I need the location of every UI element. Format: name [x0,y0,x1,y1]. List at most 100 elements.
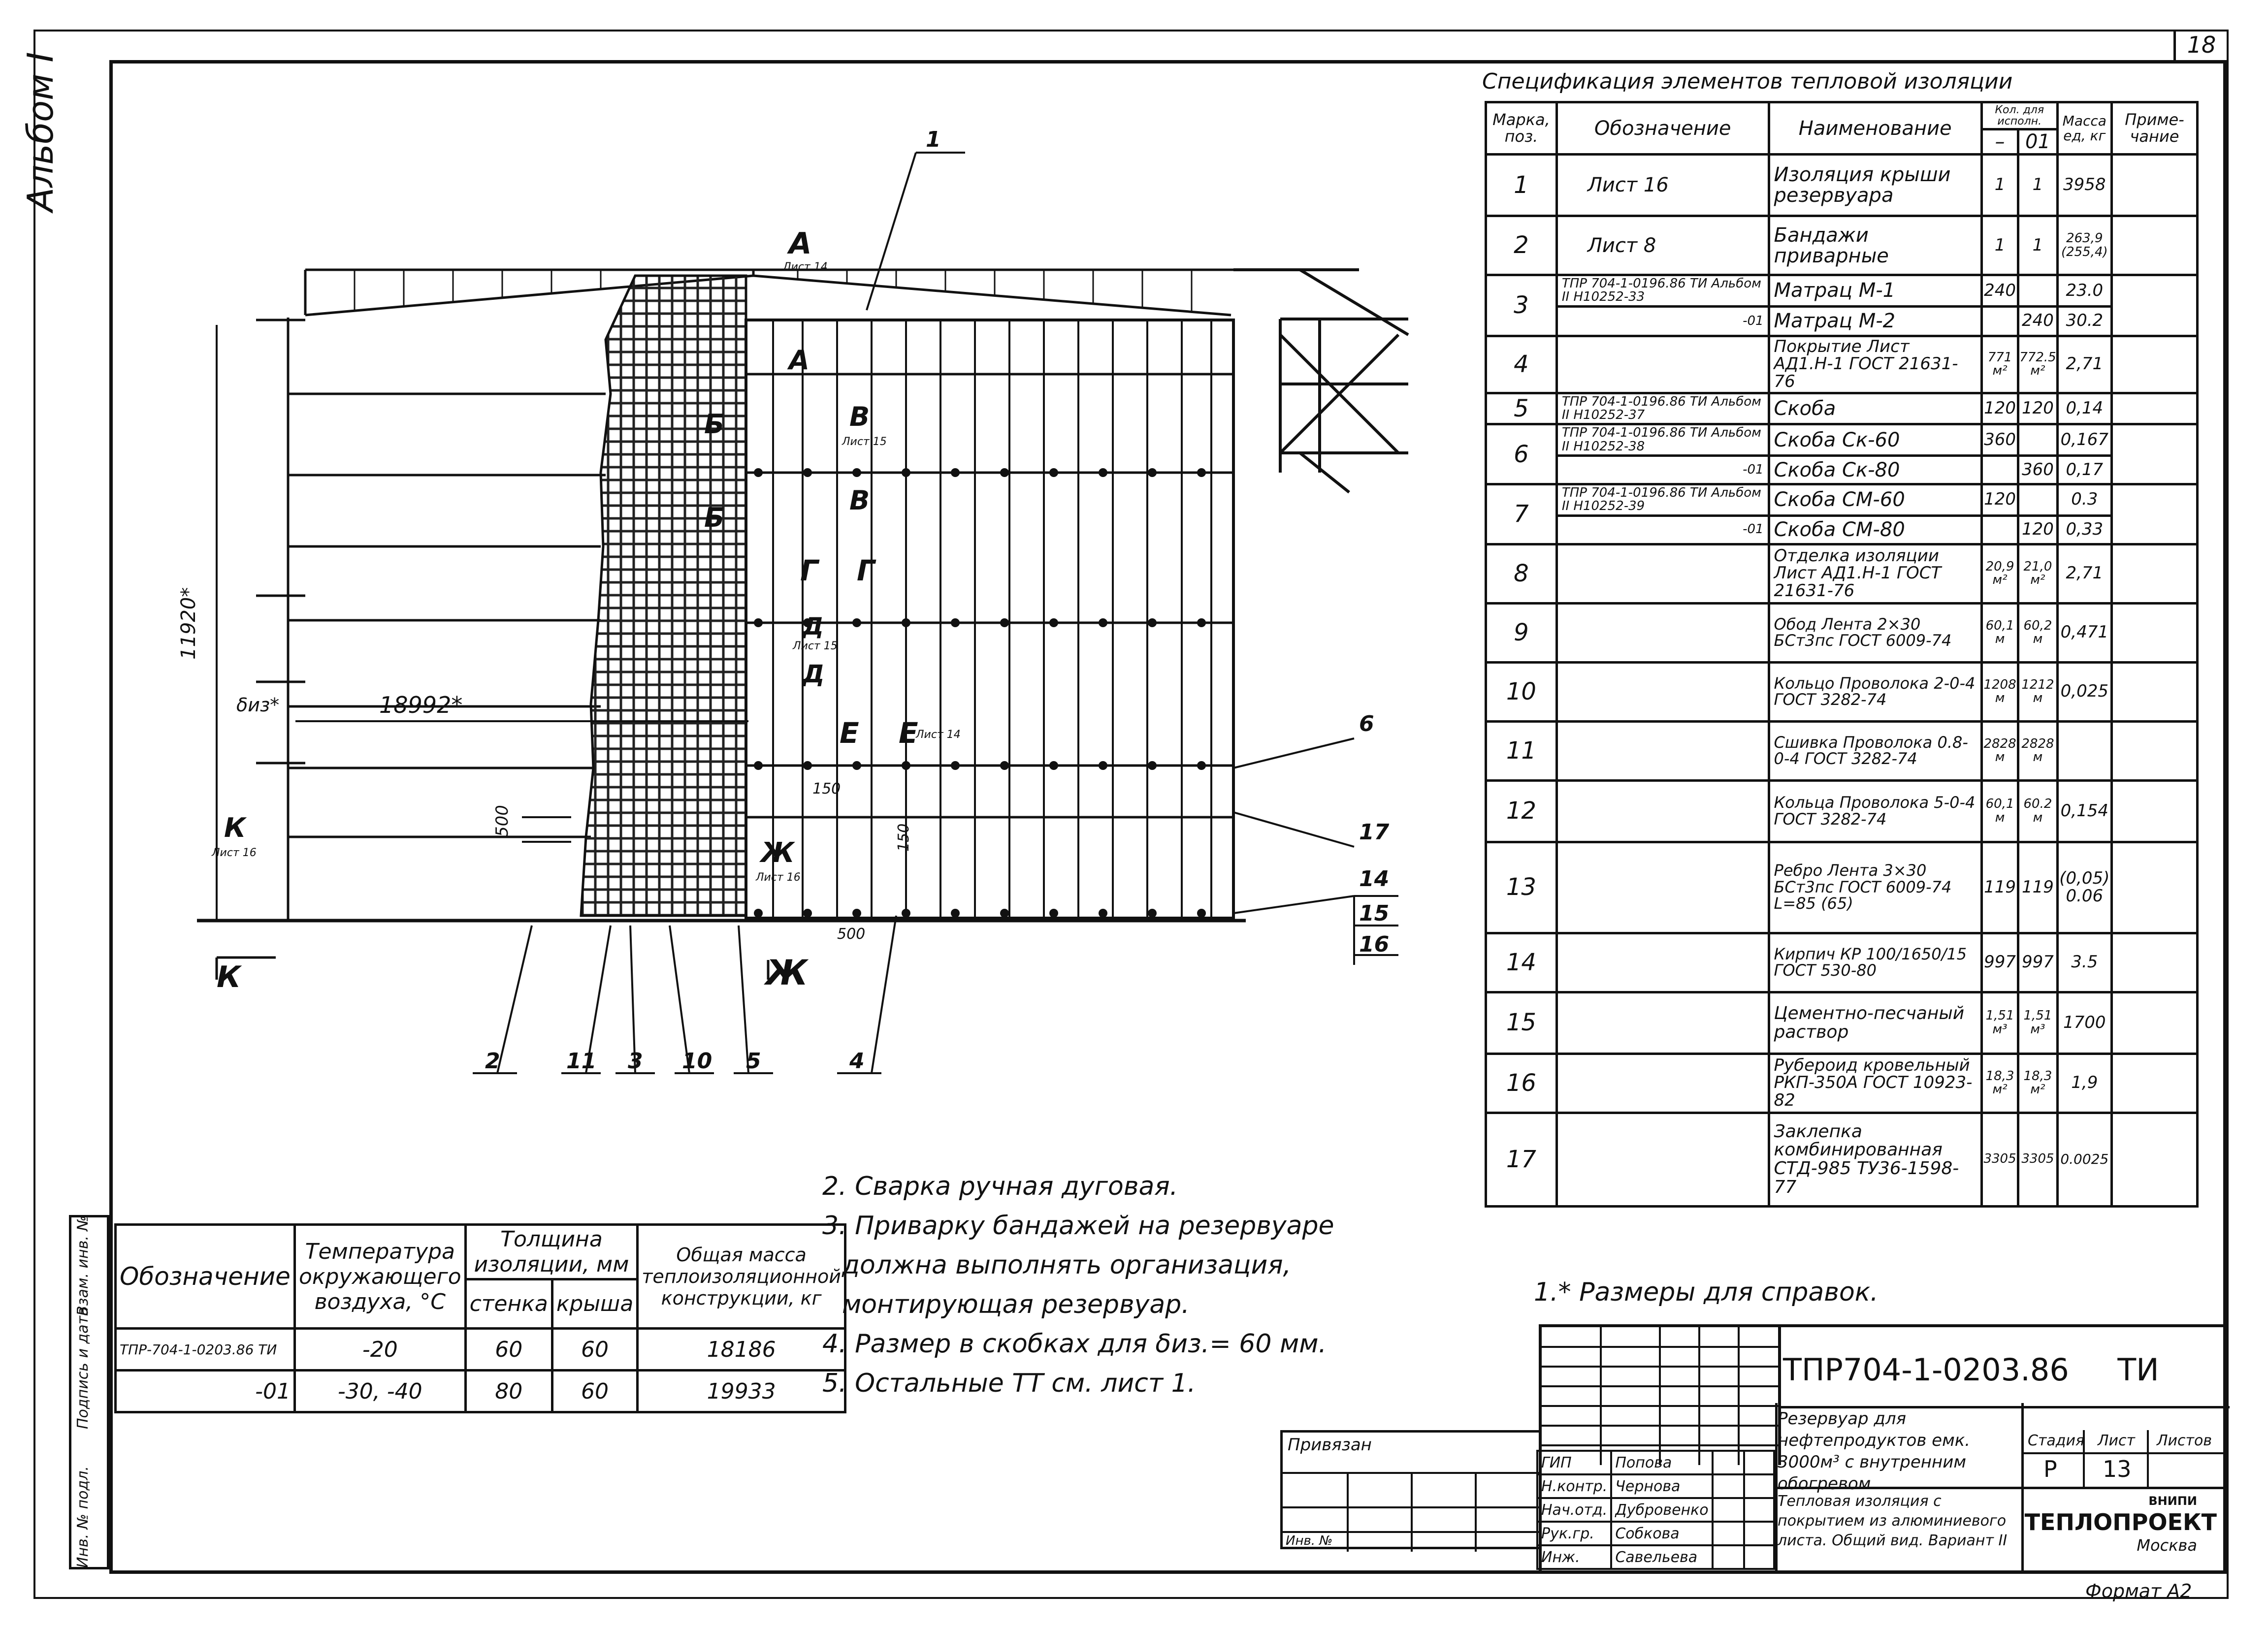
thk-cell: ТПР-704-1-0203.86 ТИ [114,1327,296,1372]
row-pos: 1 [1485,153,1558,218]
row-mass: (0,05) 0.06 [2056,840,2113,934]
row-mass: 263,9 (255,4) [2056,215,2113,277]
thk-cell: 19933 [636,1369,846,1413]
row-note [2110,423,2199,486]
row-name: Скоба [1767,391,1983,426]
hdr-mass: Масса ед, кг [2056,100,2113,156]
row-note [2110,391,2199,426]
row-mass: 0,154 [2056,779,2113,843]
spec-row: 16 Рубероид кровельный РКП-350А ГОСТ 109… [1485,1052,2199,1114]
row-q2: 1 [2017,153,2059,218]
row-name-variant: Скоба Ск-80 [1767,454,1983,486]
privyazan-block: Привязан Инв. № [1280,1430,1541,1552]
view-mark-g-b: Г [857,554,875,587]
row-mass-variant: 0,33 [2056,514,2113,545]
row-q2: 18,3 м² [2017,1052,2059,1114]
row-mass [2056,720,2113,782]
dim-500-bottom: 500 [837,926,866,943]
spec-row-variant: -01 Матрац М-2 240 30.2 [1486,305,2198,337]
notes-block: 2. Сварка ручная дуговая. 3. Приварку ба… [822,1167,1339,1403]
row-des [1555,602,1770,664]
row-pos: 8 [1485,543,1558,605]
side-stamp-vzam: Взам. инв. № [74,1215,92,1316]
row-pos: 17 [1485,1111,1558,1208]
row-note [2110,215,2199,277]
note-4: 4. Размер в скобках для δиз.= 60 мм. [822,1329,1327,1359]
side-stamp-inv: Инв. № подл. [74,1466,92,1568]
staff-date [1743,1521,1776,1546]
row-q1: 3305 [1980,1111,2020,1208]
staff-date [1743,1450,1776,1475]
row-pos: 15 [1485,990,1558,1055]
row-name: Покрытие Лист АД1.Н-1 ГОСТ 21631-76 [1767,334,1983,394]
row-mass: 0,167 [2056,423,2113,457]
row-des [1555,1052,1770,1114]
row-pos: 2 [1485,215,1558,277]
spec-row: 3 ТПР 704-1-0196.86 ТИ Альбом II Н10252-… [1485,274,2199,337]
view-mark-v-ref: Лист 15 [842,436,887,448]
thk-hdr-thickness: Толщина изоляции, мм [464,1223,639,1280]
staff-row: Рук.гр.Собкова [1536,1521,1776,1546]
row-des [1555,543,1770,605]
dim-height: 11920* [177,587,200,660]
row-des [1555,779,1770,843]
staff-sign [1711,1450,1745,1475]
staff-name: Савельева [1610,1544,1714,1570]
callout-10: 10 [682,1049,713,1074]
hdr-mark: Марка, поз. [1485,100,1558,156]
row-q2: 60.2 м [2017,779,2059,843]
view-mark-a: А [789,226,812,261]
staff-role: Инж. [1536,1544,1613,1570]
row-mass: 0.0025 [2056,1111,2113,1208]
inv-label: Инв. № [1286,1533,1333,1548]
row-note [2110,1052,2199,1114]
view-mark-e-b: Е [899,716,918,750]
staff-sign [1711,1473,1745,1499]
thk-cell: 80 [464,1369,553,1413]
row-pos: 6 [1485,423,1558,486]
row-name: Отделка изоляции Лист АД1.Н-1 ГОСТ 21631… [1767,543,1983,605]
row-q1: 1 [1980,215,2020,277]
view-mark-d-ref: Лист 15 [793,640,838,652]
row-note [2110,990,2199,1055]
row-des-variant: -01 [1555,514,1770,545]
thk-hdr-mass: Общая масса теплоизоляционной конструкци… [636,1223,846,1330]
thk-hdr-roof: крыша [551,1278,639,1330]
row-name: Матрац М-1 [1767,274,1983,308]
hdr-qty: Кол. для исполн. [1980,100,2059,131]
view-mark-d-section: Д [803,660,825,688]
row-q1: 1208 м [1980,661,2020,723]
spec-title: Спецификация элементов тепловой изоляции [1482,69,2013,94]
hdr-designation: Обозначение [1555,100,1770,156]
row-q1-variant [1980,514,2020,545]
hdr-qty-a: – [1980,128,2020,156]
dim-150: 150 [812,780,841,798]
note-2: 2. Сварка ручная дуговая. [822,1172,1178,1201]
staff-row: Инж.Савельева [1536,1544,1776,1570]
row-mass-variant: 30.2 [2056,305,2113,337]
row-q2: 1212 м [2017,661,2059,723]
row-name: Ребро Лента 3×30 БСт3пс ГОСТ 6009-74 L=8… [1767,840,1983,934]
staff-name: Попова [1610,1450,1714,1475]
view-mark-k-ref: Лист 16 [212,847,257,859]
row-pos: 5 [1485,391,1558,426]
org-line1: ВНИПИ [2148,1494,2197,1508]
spec-row: 17 Заклепка комбинированная СТД-985 ТУ36… [1485,1111,2199,1208]
row-name: Бандажи приварные [1767,215,1983,277]
callout-6: 6 [1359,711,1374,736]
row-q1-variant [1980,454,2020,486]
tank-drawing [197,152,1409,1074]
row-q2: 2828 м [2017,720,2059,782]
dim-500: 500 [492,805,512,837]
spec-table: Марка, поз. Обозначение Наименование Кол… [1485,100,2199,1208]
spec-row: 11 Сшивка Проволока 0.8-0-4 ГОСТ 3282-74… [1485,720,2199,782]
row-des [1555,720,1770,782]
row-q1: 2828 м [1980,720,2020,782]
hdr-note: Приме-чание [2110,100,2199,156]
row-mass: 0,14 [2056,391,2113,426]
row-mass: 2,71 [2056,543,2113,605]
row-mass: 0,471 [2056,602,2113,664]
note-5: 5. Остальные ТТ см. лист 1. [822,1369,1196,1398]
row-q1: 60,1 м [1980,602,2020,664]
